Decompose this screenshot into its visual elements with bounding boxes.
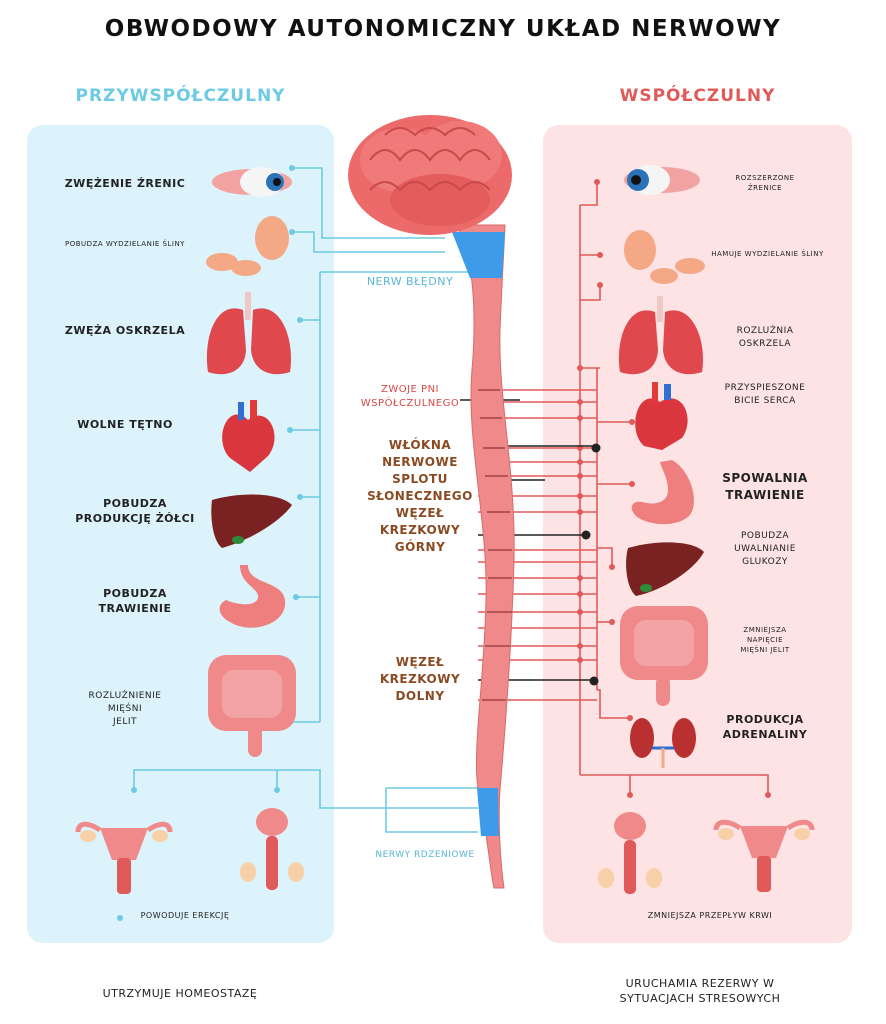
lungs-image-right bbox=[618, 296, 703, 375]
parasympathetic-nerve-lines bbox=[133, 167, 478, 833]
label-slow-heart-rate: Wolne tętno bbox=[77, 418, 173, 431]
liver-image-right bbox=[626, 542, 704, 596]
eye-image-right bbox=[624, 165, 700, 195]
stomach-image-left bbox=[219, 565, 286, 628]
intestines-image-left bbox=[208, 655, 296, 757]
label-saliva-stimulation: Pobudza wydzielanie śliny bbox=[65, 240, 185, 248]
kidneys-image-right bbox=[630, 718, 696, 768]
label-vagus-nerve: Nerw błędny bbox=[366, 275, 454, 288]
sympathetic-header: Współczulny bbox=[619, 86, 776, 106]
spinal-cord bbox=[453, 224, 515, 889]
lungs-image-left bbox=[206, 292, 291, 375]
label-digestion-stimulation: Pobudzatrawienie bbox=[98, 587, 172, 615]
label-gut-relaxation: Rozluźnieniemięśnijelit bbox=[88, 691, 162, 727]
label-digestion-slowdown: Spowalniatrawienie bbox=[722, 471, 808, 502]
eye-image-left bbox=[212, 167, 292, 197]
male-reproductive-image-right bbox=[598, 812, 662, 894]
liver-image-left bbox=[211, 494, 292, 548]
male-reproductive-image-left bbox=[240, 808, 304, 890]
spinal-cord-segment-marks bbox=[478, 389, 512, 701]
label-adrenaline-production: Produkcjaadrenaliny bbox=[722, 713, 808, 741]
parasympathetic-footer: Utrzymuje homeostazę bbox=[102, 987, 258, 1000]
intestines-image-right bbox=[620, 606, 708, 706]
parasympathetic-dots bbox=[117, 165, 303, 921]
female-reproductive-image-left bbox=[75, 821, 173, 894]
label-spinal-nerves: Nerwy rdzeniowe bbox=[375, 850, 475, 860]
brain-image bbox=[348, 115, 512, 235]
heart-image-right bbox=[635, 382, 688, 450]
label-inferior-mesenteric-ganglion: Węzełkrezkowydolny bbox=[379, 655, 461, 703]
label-glucose-release: Pobudzauwalnianieglukozy bbox=[734, 531, 796, 567]
parasympathetic-header: Przywspółczulny bbox=[75, 86, 286, 106]
label-heart-rate-increase: Przyspieszonebicie serca bbox=[724, 383, 806, 406]
ganglion-nodes bbox=[581, 443, 601, 686]
sympathetic-footer: Uruchamia rezerwy wsytuacjach stresowych bbox=[619, 977, 781, 1005]
salivary-glands-image-right bbox=[624, 230, 705, 284]
label-bronchi-relaxation: Rozluźniaoskrzela bbox=[736, 326, 794, 349]
parasympathetic-panel bbox=[27, 125, 334, 943]
label-pupil-dilation: Rozszerzoneźrenice bbox=[735, 174, 795, 192]
stomach-image-right bbox=[631, 460, 694, 525]
label-blood-flow-reduction: Zmniejsza przepływ krwi bbox=[647, 911, 773, 920]
label-pupil-constriction: Zwężenie źrenic bbox=[64, 177, 186, 190]
spinal-cord-sacral-segment bbox=[477, 788, 499, 836]
label-erection: Powoduje erekcję bbox=[140, 911, 230, 920]
female-reproductive-image-right bbox=[713, 819, 815, 892]
label-solar-plexus: WłóknanerwowesplotusłonecznegoWęzełkrezk… bbox=[367, 438, 473, 554]
label-gut-tension-reduction: Zmniejszanapięciemięśni jelit bbox=[740, 626, 790, 654]
page-title: Obwodowy autonomiczny układ nerwowy bbox=[104, 16, 782, 42]
spinal-cord-cervical-segment bbox=[452, 232, 505, 278]
label-saliva-inhibition: Hamuje wydzielanie śliny bbox=[711, 250, 824, 258]
heart-image-left bbox=[222, 400, 275, 472]
salivary-glands-image-left bbox=[206, 216, 289, 276]
label-bile-production: Pobudzaprodukcję żółci bbox=[75, 497, 195, 525]
label-sympathetic-trunk-ganglia: Zwoje pniwspółczulnego bbox=[360, 384, 460, 409]
sympathetic-dots bbox=[577, 179, 771, 798]
label-bronchi-constriction: Zwęża oskrzela bbox=[64, 324, 186, 337]
